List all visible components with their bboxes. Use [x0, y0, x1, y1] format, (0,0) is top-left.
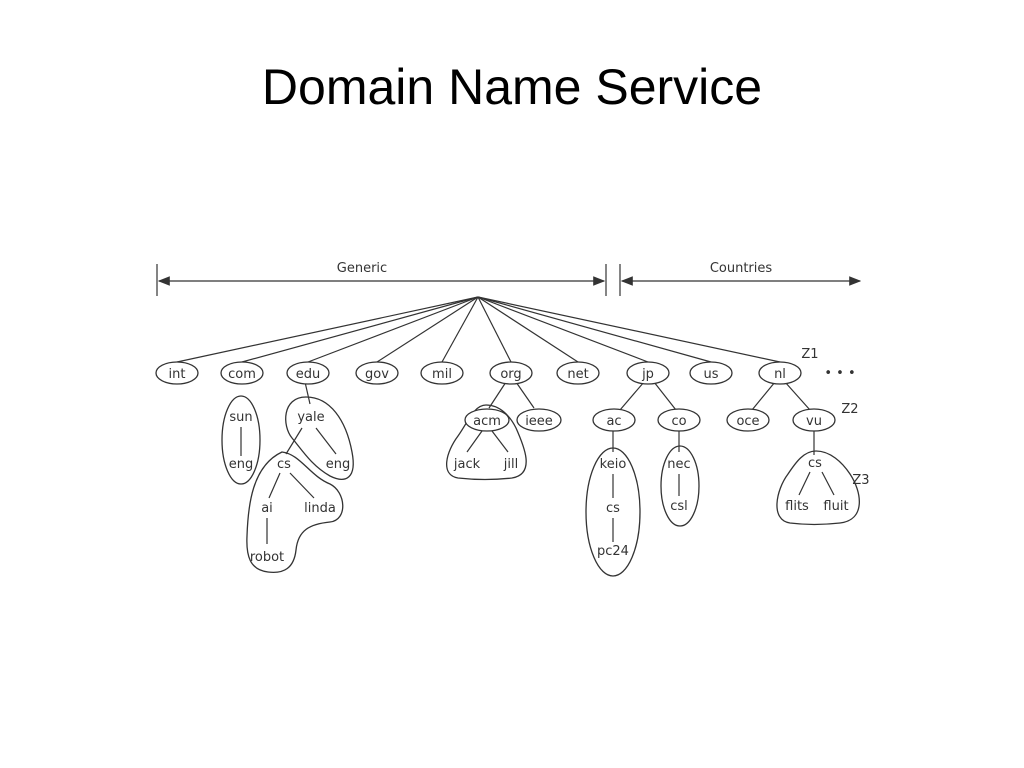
svg-text:mil: mil [432, 367, 452, 382]
tld-com: com [220, 361, 264, 385]
yale-zone-outline [285, 396, 354, 480]
node-pc24: pc24 [597, 544, 629, 559]
generic-range: Generic [156, 261, 607, 296]
cs-yale-zone-outline [246, 451, 344, 574]
sun-zone-outline [221, 395, 261, 485]
tld-org: org [489, 361, 533, 385]
svg-text:us: us [703, 367, 718, 382]
node-robot: robot [250, 550, 284, 565]
node-eng-sun: eng [229, 457, 254, 472]
svg-text:org: org [500, 367, 521, 382]
text-nodes: sun eng yale cs eng ai linda robot jack … [229, 410, 849, 565]
node-jill: jill [503, 457, 518, 472]
zone-outlines [221, 395, 860, 577]
node-vu: vu [792, 408, 836, 432]
svg-text:ac: ac [606, 414, 621, 429]
tld-mil: mil [420, 361, 464, 385]
tld-int: int [155, 361, 199, 385]
acm-zone-outline [446, 404, 527, 481]
node-cs-keio: cs [606, 501, 620, 516]
svg-text:edu: edu [296, 367, 321, 382]
node-eng-yale: eng [326, 457, 351, 472]
node-flits: flits [785, 499, 809, 514]
vu-cs-zone-outline [776, 450, 860, 526]
tld-edu: edu [286, 361, 330, 385]
svg-text:com: com [228, 367, 256, 382]
generic-label: Generic [337, 261, 387, 276]
countries-range: Countries [619, 261, 862, 296]
tld-jp: jp [626, 361, 670, 385]
node-fluit: fluit [823, 499, 848, 514]
node-acm: acm [464, 408, 510, 432]
slide-title: Domain Name Service [261, 59, 763, 115]
tld-row: int com edu gov mil org net jp [155, 361, 856, 385]
zone-label-z2: Z2 [841, 402, 858, 417]
svg-text:acm: acm [473, 414, 501, 429]
node-yale: yale [297, 410, 324, 425]
node-sun: sun [229, 410, 252, 425]
countries-label: Countries [710, 261, 773, 276]
svg-text:int: int [169, 367, 186, 382]
node-nec: nec [667, 457, 690, 472]
tld-us: us [689, 361, 733, 385]
node-keio: keio [600, 457, 627, 472]
node-linda: linda [304, 501, 336, 516]
node-oce: oce [726, 408, 770, 432]
root-edges [176, 296, 781, 363]
node-ai: ai [261, 501, 273, 516]
nec-zone-outline [660, 445, 700, 527]
more-domains-ellipsis: • • • [824, 366, 855, 381]
node-jack: jack [453, 457, 481, 472]
node-ac: ac [592, 408, 636, 432]
svg-text:net: net [567, 367, 588, 382]
node-co: co [657, 408, 701, 432]
svg-text:ieee: ieee [525, 414, 553, 429]
node-cs-yale: cs [277, 457, 291, 472]
node-csl: csl [670, 499, 688, 514]
zone-label-z1: Z1 [801, 347, 818, 362]
zone-label-z3: Z3 [852, 473, 869, 488]
svg-text:gov: gov [365, 367, 389, 382]
svg-text:co: co [671, 414, 686, 429]
svg-text:nl: nl [774, 367, 786, 382]
subtree-edges [240, 381, 835, 544]
svg-text:vu: vu [806, 414, 822, 429]
tld-gov: gov [355, 361, 399, 385]
node-cs-vu: cs [808, 456, 822, 471]
svg-text:jp: jp [641, 367, 654, 382]
tld-net: net [556, 361, 600, 385]
node-ieee: ieee [516, 408, 562, 432]
svg-text:oce: oce [736, 414, 759, 429]
tld-nl: nl [758, 361, 802, 385]
